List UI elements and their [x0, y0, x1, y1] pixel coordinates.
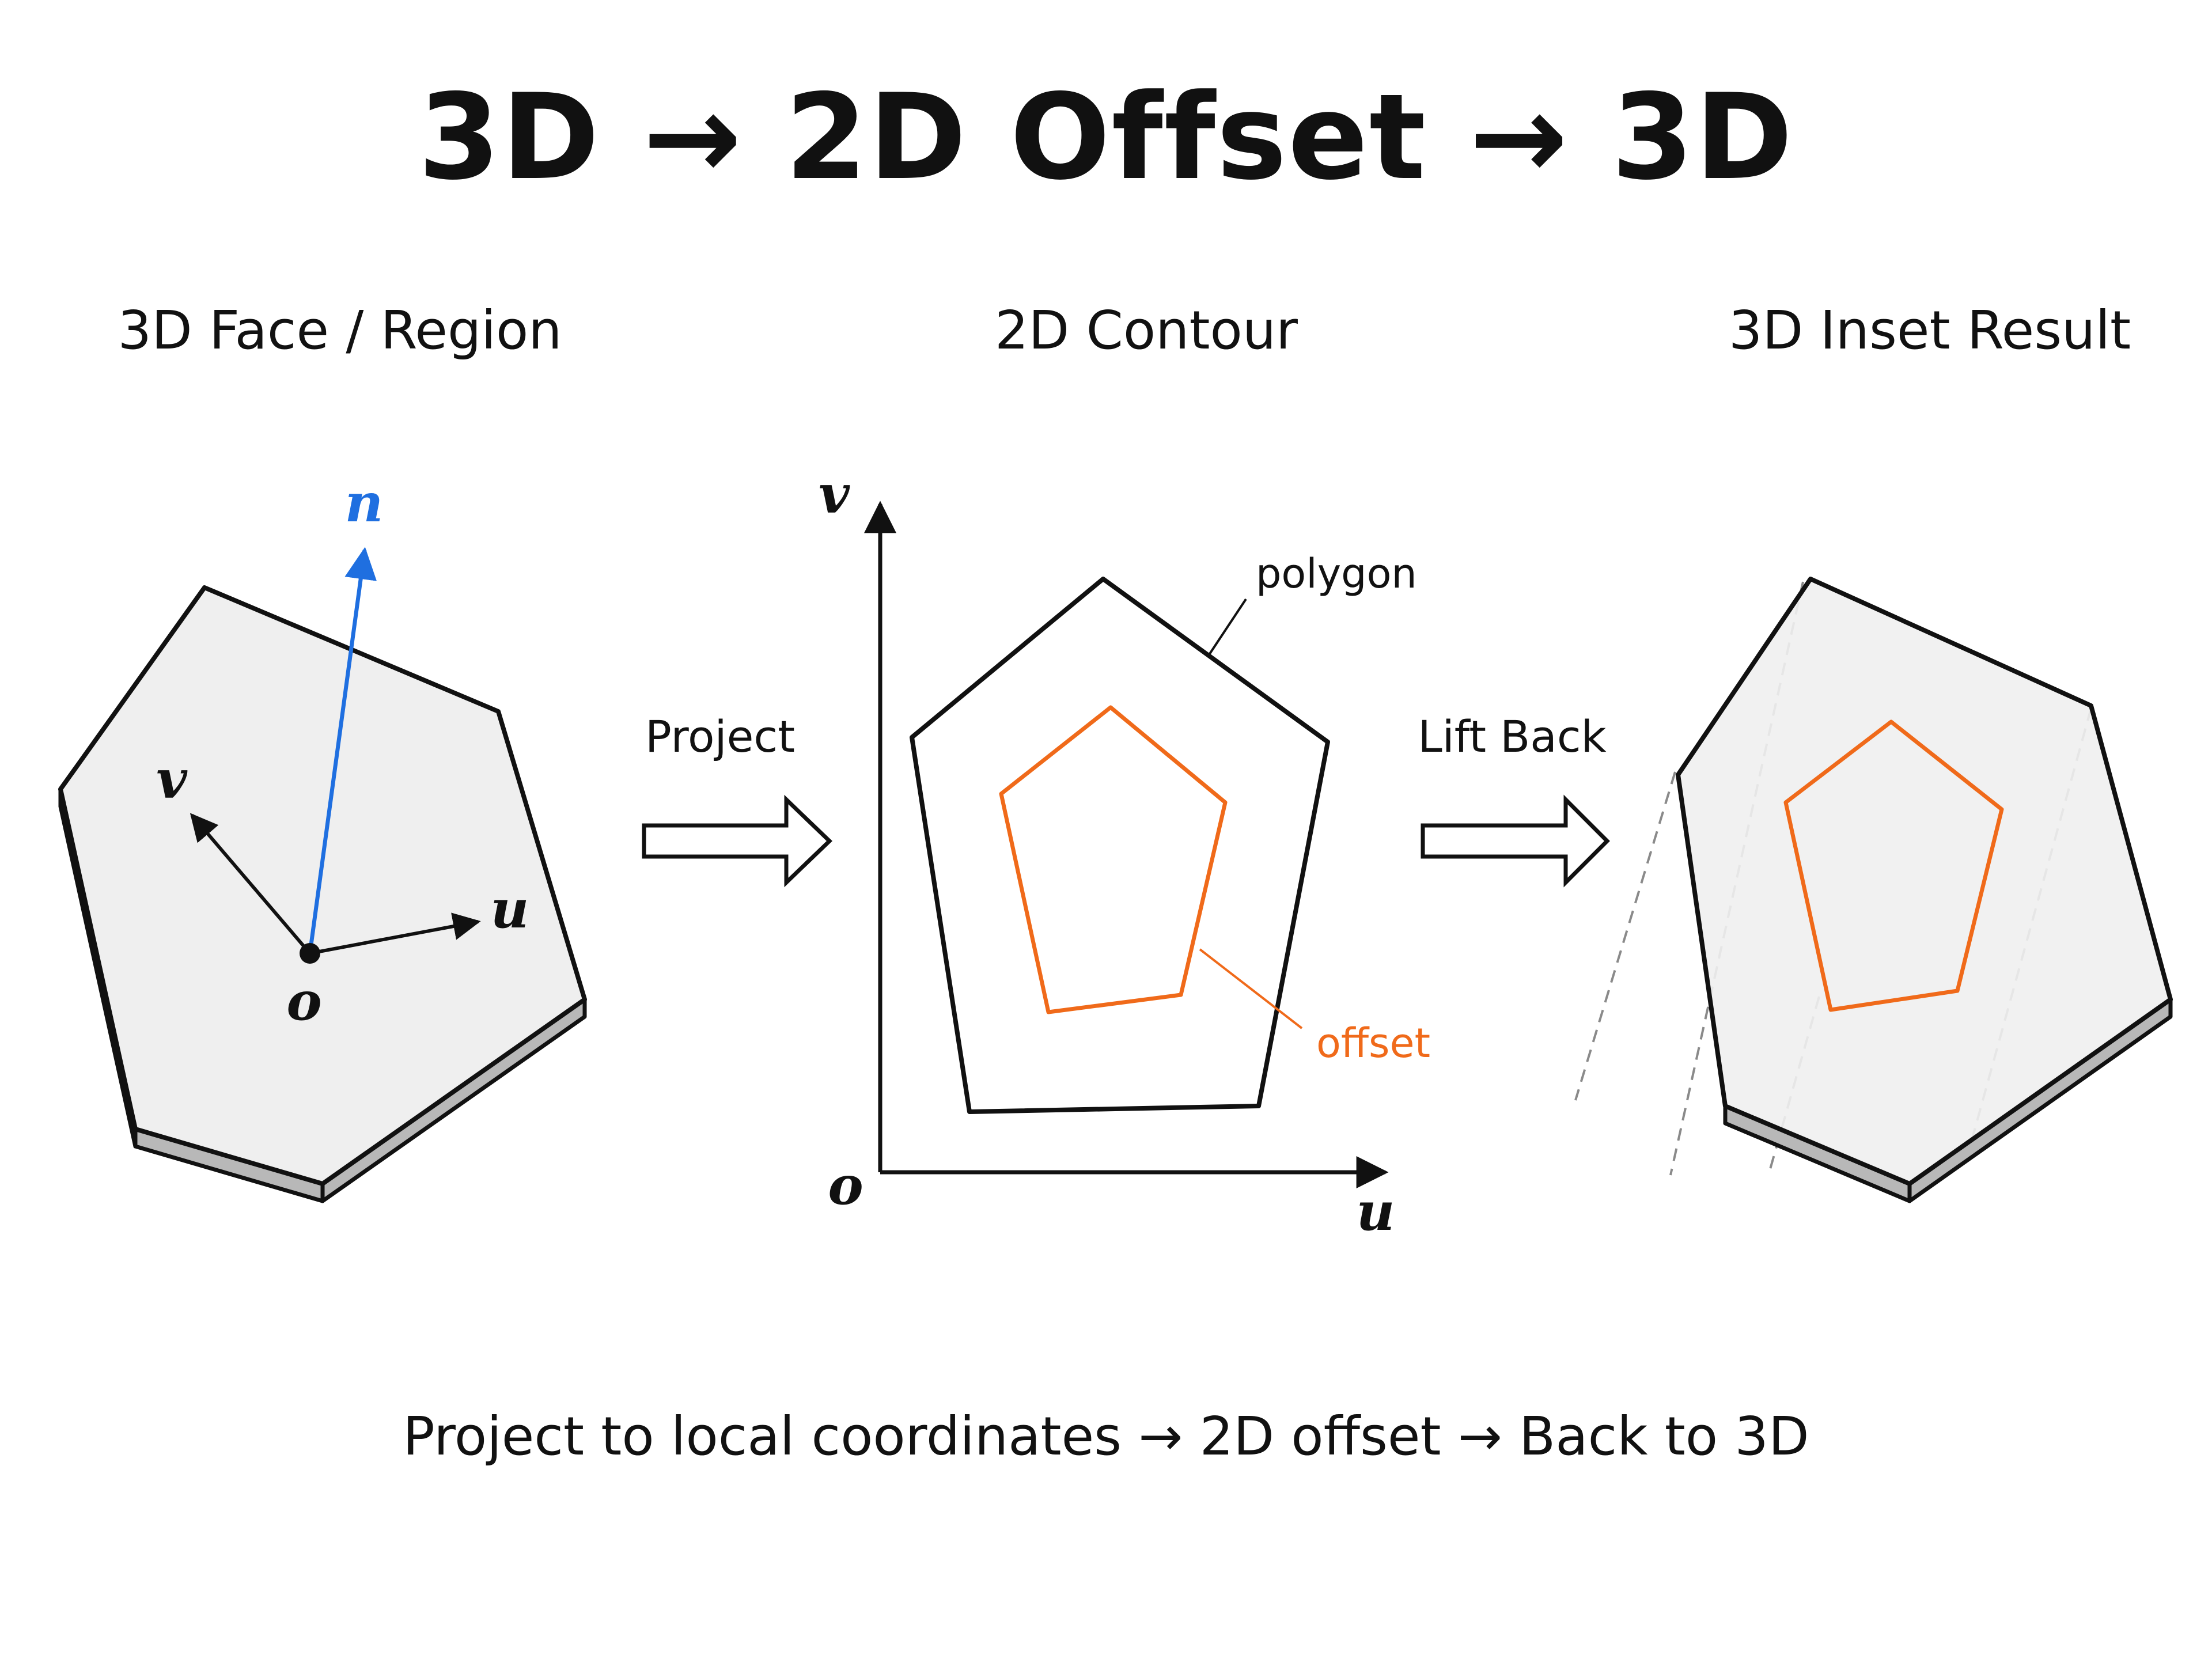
offset-label: offset: [1316, 1020, 1430, 1067]
uv-origin-label: o: [828, 1154, 863, 1217]
uv-axes: [864, 501, 1389, 1188]
heading-3d-face: 3D Face / Region: [118, 300, 562, 361]
v-vector: [190, 813, 312, 955]
polygon-contour: [910, 577, 1330, 1114]
u-vector: [309, 912, 481, 955]
u-label: u: [491, 878, 529, 940]
pipeline-caption: Project to local coordinates → 2D offset…: [403, 1406, 1809, 1467]
origin-point: [300, 943, 320, 964]
origin-label: o: [286, 970, 321, 1032]
lifted-offset-contour: [1783, 719, 2004, 1012]
heading-3d-inset: 3D Inset Result: [1728, 300, 2131, 361]
v-axis-label: v: [819, 463, 850, 525]
project-label: Project: [645, 711, 795, 762]
normal-label: n: [345, 472, 384, 534]
lift-back-label: Lift Back: [1418, 711, 1606, 762]
local-frame: [190, 547, 481, 964]
3d-face-slab: [58, 585, 587, 1203]
3d-inset-face: [1676, 577, 2173, 1186]
offset-contour: [999, 705, 1228, 1014]
normal-vector: [308, 547, 377, 954]
u-axis-label: u: [1357, 1180, 1395, 1243]
v-label: v: [156, 748, 188, 810]
lift-back-arrow: [1421, 794, 1610, 888]
heading-2d-contour: 2D Contour: [995, 300, 1298, 361]
offset-leader: [1199, 948, 1303, 1029]
3d-face-polygon: [58, 585, 587, 1186]
polygon-leader: [1209, 598, 1247, 655]
project-arrow: [642, 794, 833, 888]
polygon-label: polygon: [1256, 550, 1417, 597]
3d-inset-slab: [1676, 577, 2173, 1203]
page-title: 3D → 2D Offset → 3D: [418, 69, 1794, 206]
